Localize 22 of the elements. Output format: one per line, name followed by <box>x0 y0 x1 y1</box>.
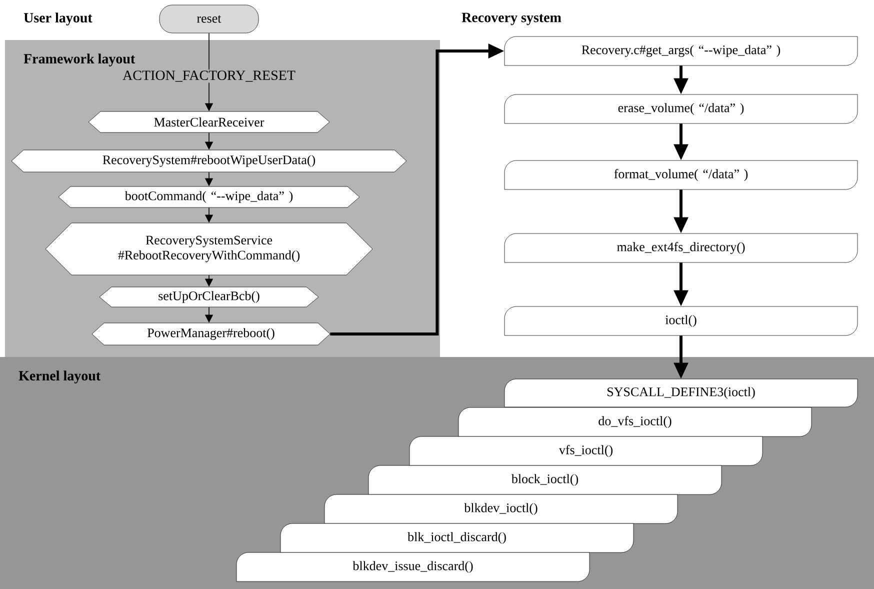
layer-heading: User layout <box>24 12 92 26</box>
process-box: ioctl() <box>504 306 858 336</box>
process-hexagon: bootCommand( “--wipe_data” ) <box>58 186 360 208</box>
process-hexagon: RecoverySystemService #RebootRecoveryWithCommand() <box>45 222 373 276</box>
process-box: vfs_ioctl() <box>409 436 763 466</box>
edge-label: ACTION_FACTORY_RESET <box>122 70 296 82</box>
process-box: block_ioctl() <box>368 465 722 495</box>
process-box: do_vfs_ioctl() <box>458 407 812 437</box>
process-box: erase_volume( “/data” ) <box>504 94 858 124</box>
process-box: blkdev_ioctl() <box>324 494 678 524</box>
process-hexagon: MasterClearReceiver <box>88 111 330 133</box>
process-box: format_volume( “/data” ) <box>504 160 858 190</box>
layer-heading: Recovery system <box>462 12 562 26</box>
process-box: blk_ioctl_discard() <box>280 523 634 553</box>
process-box: blkdev_issue_discard() <box>236 552 590 582</box>
process-box: make_ext4fs_directory() <box>504 233 858 263</box>
start-terminal: reset <box>159 4 259 34</box>
process-hexagon: PowerManager#reboot() <box>92 322 330 346</box>
process-box: Recovery.c#get_args( “--wipe_data” ) <box>504 36 858 66</box>
process-hexagon: RecoverySystem#rebootWipeUserData() <box>11 150 407 172</box>
process-hexagon: setUpOrClearBcb() <box>99 286 319 308</box>
process-box: SYSCALL_DEFINE3(ioctl) <box>504 378 858 408</box>
